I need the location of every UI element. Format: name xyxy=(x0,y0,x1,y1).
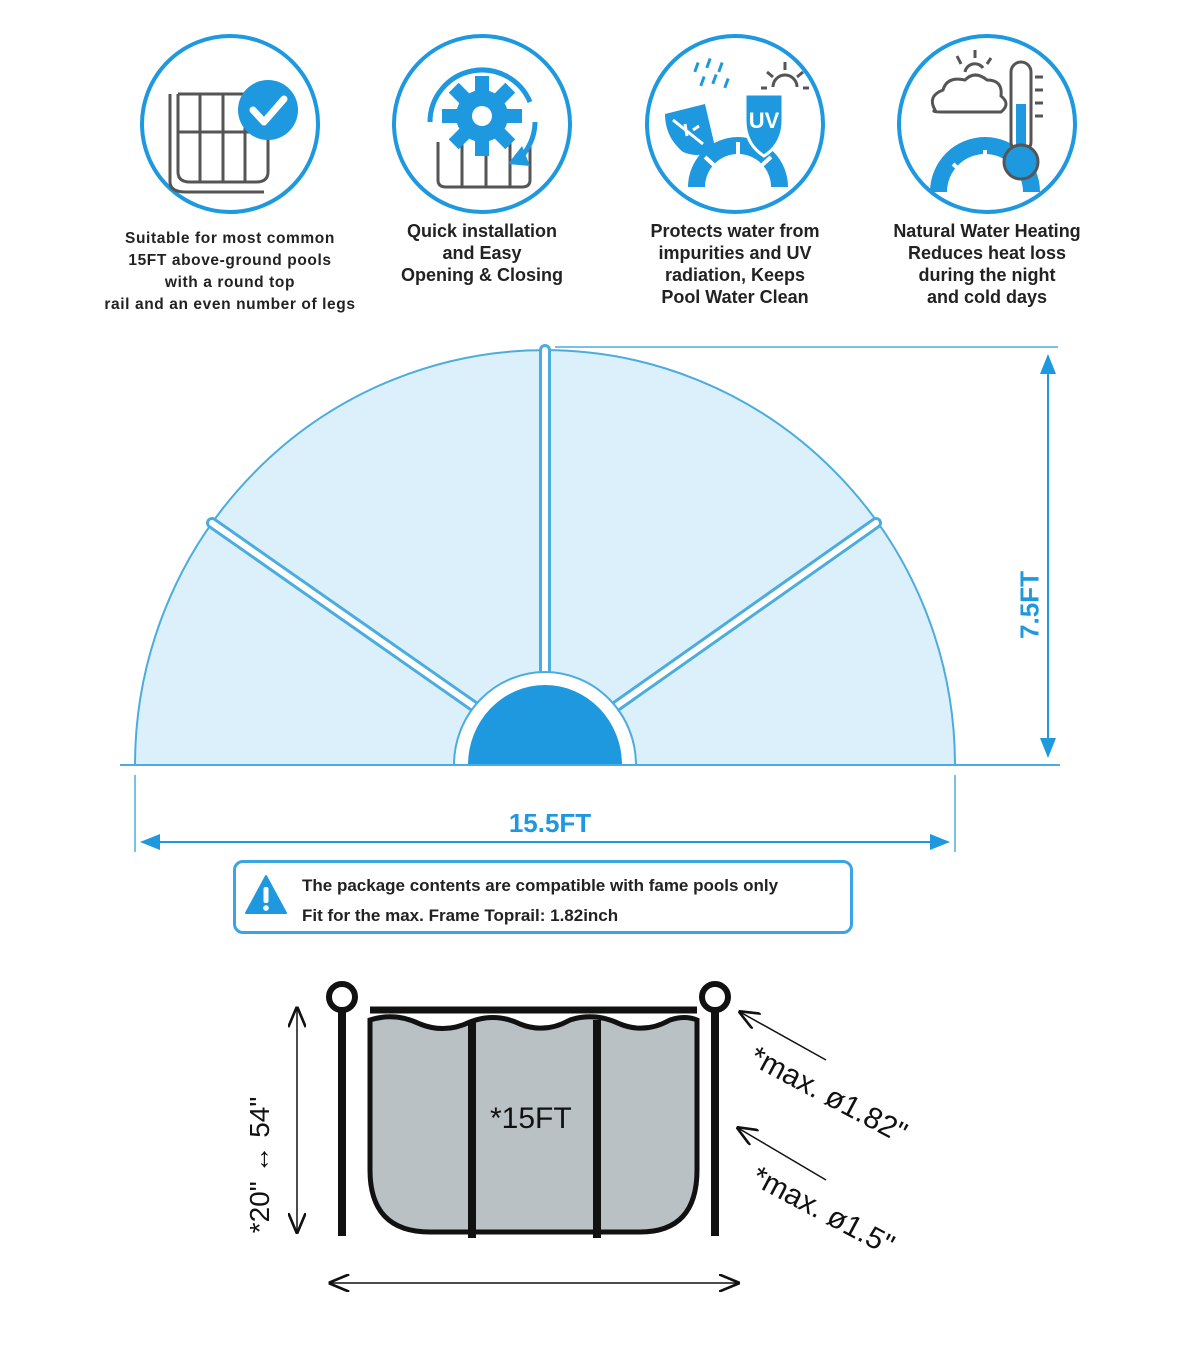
caption-line: impurities and UV xyxy=(658,243,812,263)
pool-diagram xyxy=(326,981,731,1238)
caption-line: and Easy xyxy=(442,243,522,263)
caption-line: Pool Water Clean xyxy=(661,287,809,307)
caption-line: Suitable for most common xyxy=(125,230,335,247)
caption-line: Quick installation xyxy=(406,221,558,241)
caption-line: with a round top xyxy=(164,274,296,291)
cover-width-label: 15.5FT xyxy=(508,808,592,838)
notice-line-2: Fit for the max. Frame Toprail: 1.82inch xyxy=(302,906,619,925)
caption-line: radiation, Keeps xyxy=(664,265,806,285)
compatibility-notice: The package contents are compatible with… xyxy=(233,860,853,934)
caption-line: Protects water from xyxy=(650,221,820,241)
caption-line: rail and an even number of legs xyxy=(104,296,356,313)
pool-depth-label: *20" ↔ 54" xyxy=(210,1097,310,1234)
cover-half-circle xyxy=(120,344,1060,766)
pool-width-label: *15FT xyxy=(490,1102,572,1135)
thermometer-icon xyxy=(897,34,1077,214)
gear-cycle-icon xyxy=(392,34,572,214)
caption-line: Reduces heat loss xyxy=(907,243,1067,263)
pool-depth-text: *20" ↔ 54" xyxy=(244,1096,275,1234)
caption-line: Opening & Closing xyxy=(401,265,563,285)
notice-line-1: The package contents are compatible with… xyxy=(302,876,779,895)
cover-height-text: 7.5FT xyxy=(1014,571,1045,639)
uv-badge-text: UV xyxy=(749,108,780,133)
caption-line: Natural Water Heating xyxy=(893,221,1081,241)
width-dimension xyxy=(134,775,956,852)
uv-shield-icon: UV xyxy=(645,34,825,214)
pool-check-icon xyxy=(140,34,320,214)
pool-dimension-arrows xyxy=(297,1008,827,1283)
caption-line: 15FT above-ground pools xyxy=(128,252,332,269)
height-dimension xyxy=(555,346,1058,758)
caption-line: and cold days xyxy=(926,287,1048,307)
warning-icon xyxy=(245,875,287,914)
caption-line: during the night xyxy=(918,265,1056,285)
cover-height-label: 7.5FT xyxy=(990,540,1070,670)
